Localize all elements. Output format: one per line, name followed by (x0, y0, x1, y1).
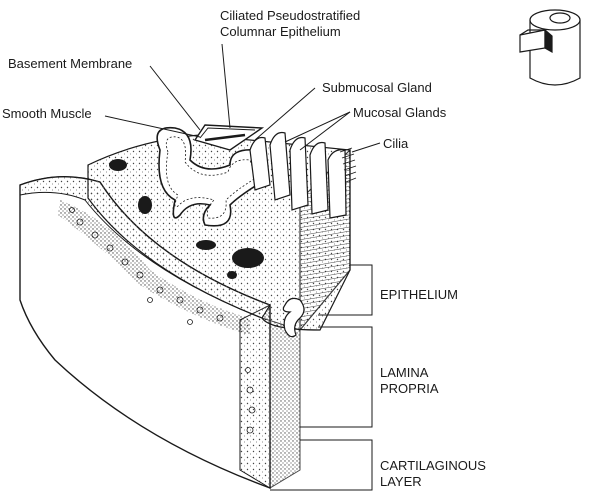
mucosal-glands (249, 131, 347, 219)
label-cartilage-line1: CARTILAGINOUS (380, 458, 486, 473)
label-basement-membrane: Basement Membrane (8, 56, 133, 71)
label-submucosal-gland: Submucosal Gland (322, 80, 432, 95)
label-cilia: Cilia (383, 136, 409, 151)
small-gland (282, 297, 305, 338)
orientation-thumbnail (519, 9, 581, 86)
label-lamina-line2: PROPRIA (380, 381, 439, 396)
submucosal-gland (156, 126, 266, 227)
label-lamina-line1: LAMINA (380, 365, 429, 380)
label-ciliated-epithelium: Ciliated Pseudostratified Columnar Epith… (220, 8, 360, 40)
cilia (339, 147, 357, 183)
label-lamina-propria-layer: LAMINA PROPRIA (380, 365, 439, 397)
label-smooth-muscle: Smooth Muscle (2, 106, 92, 121)
label-cartilaginous-layer: CARTILAGINOUS LAYER (380, 458, 486, 490)
label-cartilage-line2: LAYER (380, 474, 422, 489)
label-epithelium-layer: EPITHELIUM (380, 287, 459, 302)
label-mucosal-glands: Mucosal Glands (353, 105, 447, 120)
label-ciliated-line1: Ciliated Pseudostratified (220, 8, 361, 23)
leader-lines (104, 43, 381, 153)
label-ciliated-line2: Columnar Epithelium (220, 24, 341, 39)
layer-brackets (270, 264, 373, 491)
epithelium-tip (193, 124, 265, 151)
